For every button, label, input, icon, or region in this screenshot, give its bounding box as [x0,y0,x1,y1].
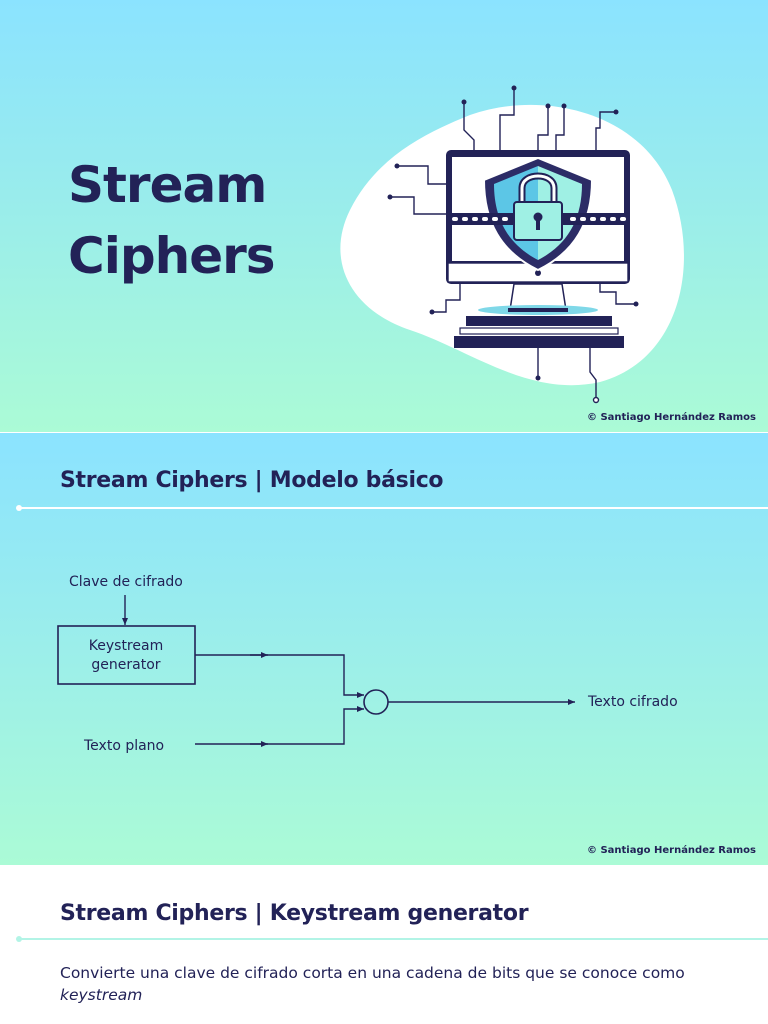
title-divider [16,505,768,511]
key-label: Clave de cifrado [69,574,183,590]
slide-title: Stream Ciphers [68,150,276,292]
circuit-lines [390,88,636,400]
diagram-slide: Stream Ciphers | Modelo básico Clave de … [0,433,768,865]
body-text-emphasis: keystream [60,986,143,1004]
slide-title: Stream Ciphers | Keystream generator [60,901,529,926]
divider-dot [16,936,22,942]
plaintext-label: Texto plano [83,738,164,754]
computer-shield-padlock-icon [340,85,684,404]
divider-dot [16,505,22,511]
title-slide: Stream Ciphers [0,0,768,432]
keystream-slide: Stream Ciphers | Keystream generator Con… [0,866,768,1024]
body-text-main: Convierte una clave de cifrado corta en … [60,964,685,982]
slide-title: Stream Ciphers | Modelo básico [60,468,444,493]
stream-cipher-diagram: Clave de cifrado Keystream generator Tex… [57,574,678,754]
title-line-2: Ciphers [68,227,276,285]
xor-node [363,689,389,715]
copyright: © Santiago Hernández Ramos [586,412,756,423]
plaintext-line [195,706,364,745]
title-line-1: Stream [68,156,267,214]
keyboard-tier-2 [454,336,624,348]
copyright: © Santiago Hernández Ramos [586,845,756,856]
title-divider [16,936,768,942]
keystream-line [195,654,364,698]
generator-label-line2: generator [91,657,160,673]
circuit-nodes [387,85,639,381]
ciphertext-label: Texto cifrado [587,694,678,710]
generator-label-line1: Keystream [89,638,163,654]
body-text: Convierte una clave de cifrado corta en … [60,962,700,1006]
keystream-generator-box [57,625,196,685]
keyboard-tier-1 [466,316,612,326]
